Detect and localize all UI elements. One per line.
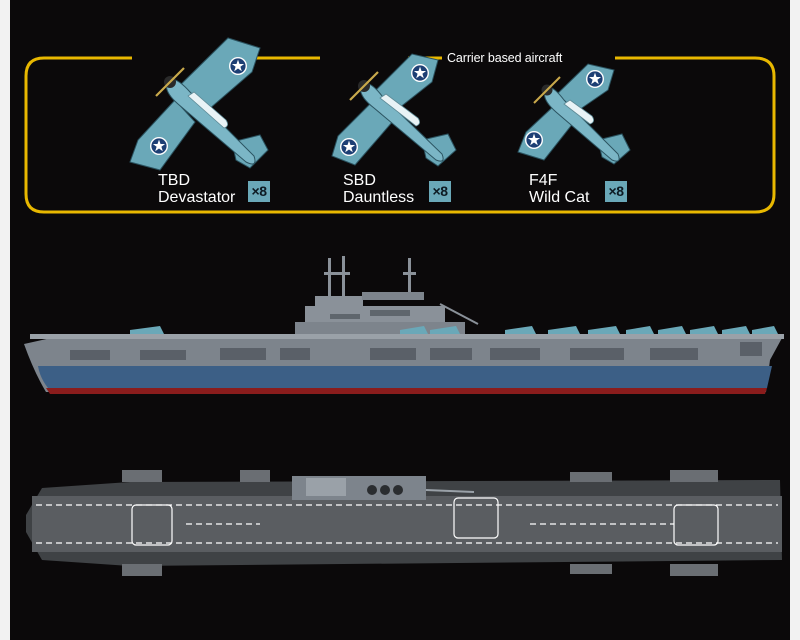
aircraft-designation: F4F (529, 172, 558, 189)
carrier-island-top (292, 476, 475, 500)
carrier-sponsons (122, 470, 718, 576)
carrier-hull-boot-top (46, 388, 767, 394)
deck-elevator-aft (673, 504, 719, 546)
aircraft-label-sbd: SBD Dauntless (343, 172, 414, 206)
aircraft-label-f4f: F4F Wild Cat (529, 172, 589, 206)
aircraft-name: Devastator (158, 189, 236, 206)
aircraft-name: Wild Cat (529, 189, 590, 206)
aircraft-f4f-wildcat (517, 63, 631, 165)
deck-elevator-midship (453, 497, 499, 539)
aircraft-name: Dauntless (343, 189, 415, 206)
illustration-stage: Carrier based aircraft (10, 0, 790, 640)
carrier-top-view (26, 470, 782, 576)
inset-caption: Carrier based aircraft (447, 51, 563, 65)
carrier-island (295, 292, 465, 336)
count-badge-f4f: ×8 (605, 181, 627, 202)
carrier-hull-waterline (38, 366, 772, 388)
aircraft-designation: SBD (343, 172, 376, 189)
aircraft-label-tbd: TBD Devastator (158, 172, 235, 206)
aircraft-drawings (129, 37, 631, 171)
count-badge-tbd: ×8 (248, 181, 270, 202)
carrier-flight-deck-edge (30, 334, 784, 339)
carrier-side-profile (24, 256, 784, 394)
carrier-flight-deck (32, 496, 782, 552)
aircraft-sbd-dauntless (331, 53, 457, 167)
deck-parked-aircraft (130, 326, 778, 334)
deck-elevator-forward (131, 504, 173, 546)
propeller-icon (349, 71, 379, 101)
carrier-hangar-openings (70, 342, 762, 360)
count-badge-sbd: ×8 (429, 181, 451, 202)
frame-outline (24, 56, 776, 214)
propeller-icon (155, 67, 185, 97)
aircraft-designation: TBD (158, 172, 190, 189)
propeller-icon (533, 76, 561, 104)
carrier-masts (324, 256, 479, 325)
aircraft-tbd-devastator (129, 37, 269, 171)
